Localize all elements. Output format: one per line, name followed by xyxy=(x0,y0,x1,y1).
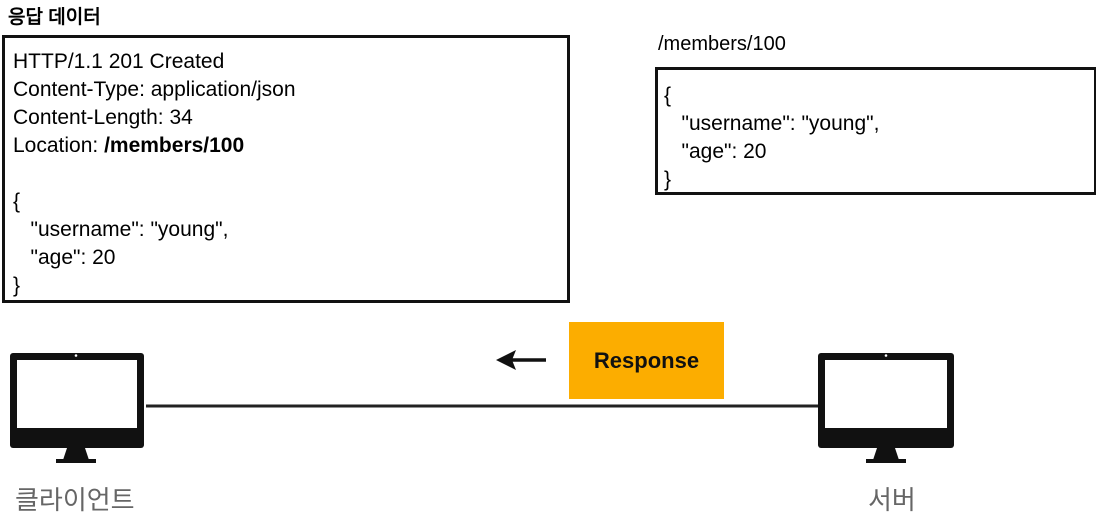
body-line: "username": "young", xyxy=(13,218,229,241)
resource-box: { "username": "young", "age": 20 } xyxy=(655,67,1096,195)
location-header: Location: /members/100 xyxy=(5,132,567,160)
content-length-header: Content-Length: 34 xyxy=(13,106,193,129)
client-monitor-icon xyxy=(10,353,144,463)
resource-body-line: } xyxy=(664,168,672,191)
left-arrow-icon xyxy=(496,350,546,370)
location-key: Location: xyxy=(13,134,105,157)
body-line: } xyxy=(13,274,21,297)
body-line: { xyxy=(13,190,21,213)
content-type-header: Content-Type: application/json xyxy=(13,78,296,101)
section-title: 응답 데이터 xyxy=(8,7,101,28)
resource-body-line: { xyxy=(664,84,672,107)
server-label: 서버 xyxy=(868,485,916,515)
client-label: 클라이언트 xyxy=(15,485,135,515)
response-label: Response xyxy=(569,322,724,399)
response-message-box: HTTP/1.1 201 Created Content-Type: appli… xyxy=(2,35,570,303)
location-value: /members/100 xyxy=(104,134,245,157)
server-monitor-icon xyxy=(818,353,954,463)
resource-body-line: "age": 20 xyxy=(664,140,767,163)
resource-body-line: "username": "young", xyxy=(664,112,880,135)
resource-path-label: /members/100 xyxy=(658,33,786,55)
body-line: "age": 20 xyxy=(13,246,116,269)
status-line: HTTP/1.1 201 Created xyxy=(13,50,225,73)
